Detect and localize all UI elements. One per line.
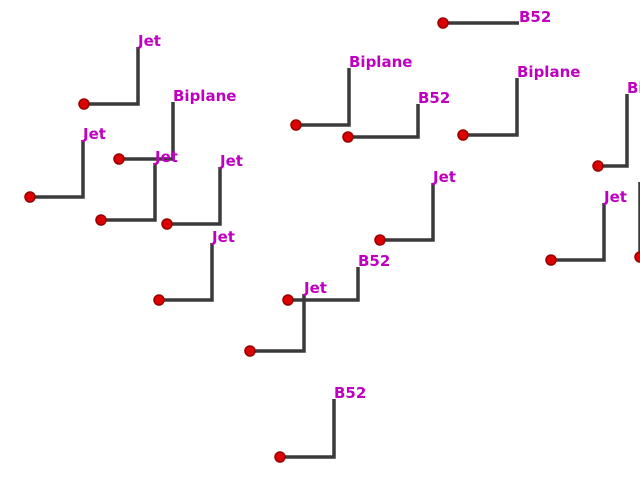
track-t16[interactable]: Biplane (634, 167, 640, 263)
track-t03[interactable]: Jet (24, 125, 106, 203)
track-anchor-dot[interactable] (161, 218, 173, 230)
track-anchor-dot[interactable] (24, 191, 36, 203)
track-anchor-dot[interactable] (244, 345, 256, 357)
track-anchor-dot[interactable] (113, 153, 125, 165)
track-label: B52 (358, 252, 390, 270)
track-t04[interactable]: Jet (95, 148, 178, 226)
track-leader-line (280, 399, 336, 459)
track-t09[interactable]: B52 (342, 89, 450, 143)
track-label: Jet (432, 168, 456, 186)
track-leader-line (296, 68, 351, 127)
track-label: Biplane (517, 63, 580, 81)
track-t12[interactable]: B52 (282, 252, 390, 306)
track-leader-line (159, 243, 214, 302)
track-anchor-dot[interactable] (457, 129, 469, 141)
track-t17[interactable]: Jet (545, 188, 627, 266)
track-t13[interactable]: Jet (244, 279, 327, 357)
track-t02[interactable]: Biplane (113, 87, 236, 165)
track-anchor-dot[interactable] (274, 451, 286, 463)
track-t10[interactable]: Biplane (457, 63, 580, 141)
track-t14[interactable]: B52 (274, 384, 366, 463)
track-leader-line (380, 183, 435, 242)
track-t01[interactable]: Jet (78, 32, 161, 110)
track-label: Biplane (173, 87, 236, 105)
track-leader-line (250, 294, 306, 353)
track-anchor-dot[interactable] (437, 17, 449, 29)
track-t05[interactable]: Jet (161, 152, 243, 230)
track-label: Biplane (349, 53, 412, 71)
track-t08[interactable]: Biplane (290, 53, 412, 131)
track-anchor-dot[interactable] (95, 214, 107, 226)
track-t07[interactable]: B52 (437, 8, 551, 29)
track-anchor-dot[interactable] (153, 294, 165, 306)
track-label: Jet (154, 148, 178, 166)
track-label: Jet (219, 152, 243, 170)
track-label: Jet (603, 188, 627, 206)
track-leader-line (551, 203, 606, 262)
track-label: B52 (519, 8, 551, 26)
track-anchor-dot[interactable] (290, 119, 302, 131)
track-anchor-dot[interactable] (342, 131, 354, 143)
track-leader-line (463, 78, 519, 137)
track-anchor-dot[interactable] (282, 294, 294, 306)
track-anchor-dot[interactable] (592, 160, 604, 172)
track-anchor-dot[interactable] (545, 254, 557, 266)
track-leader-line (101, 163, 157, 222)
track-t06[interactable]: Jet (153, 228, 235, 306)
track-leader-line (84, 47, 140, 106)
track-leader-line (167, 167, 222, 226)
track-t15[interactable]: Biplane (592, 79, 640, 172)
track-leader-line (348, 104, 420, 139)
track-label: Jet (303, 279, 327, 297)
track-leader-line (598, 94, 629, 168)
track-t11[interactable]: Jet (374, 168, 456, 246)
track-label: Jet (211, 228, 235, 246)
track-leader-line (288, 267, 360, 302)
track-label: Biplane (627, 79, 640, 97)
track-label: B52 (418, 89, 450, 107)
track-anchor-dot[interactable] (78, 98, 90, 110)
track-leader-line (119, 102, 175, 161)
track-label: Jet (82, 125, 106, 143)
track-anchor-dot[interactable] (634, 251, 640, 263)
track-anchor-dot[interactable] (374, 234, 386, 246)
track-leader-line (30, 140, 85, 199)
track-label: Jet (137, 32, 161, 50)
track-label: B52 (334, 384, 366, 402)
